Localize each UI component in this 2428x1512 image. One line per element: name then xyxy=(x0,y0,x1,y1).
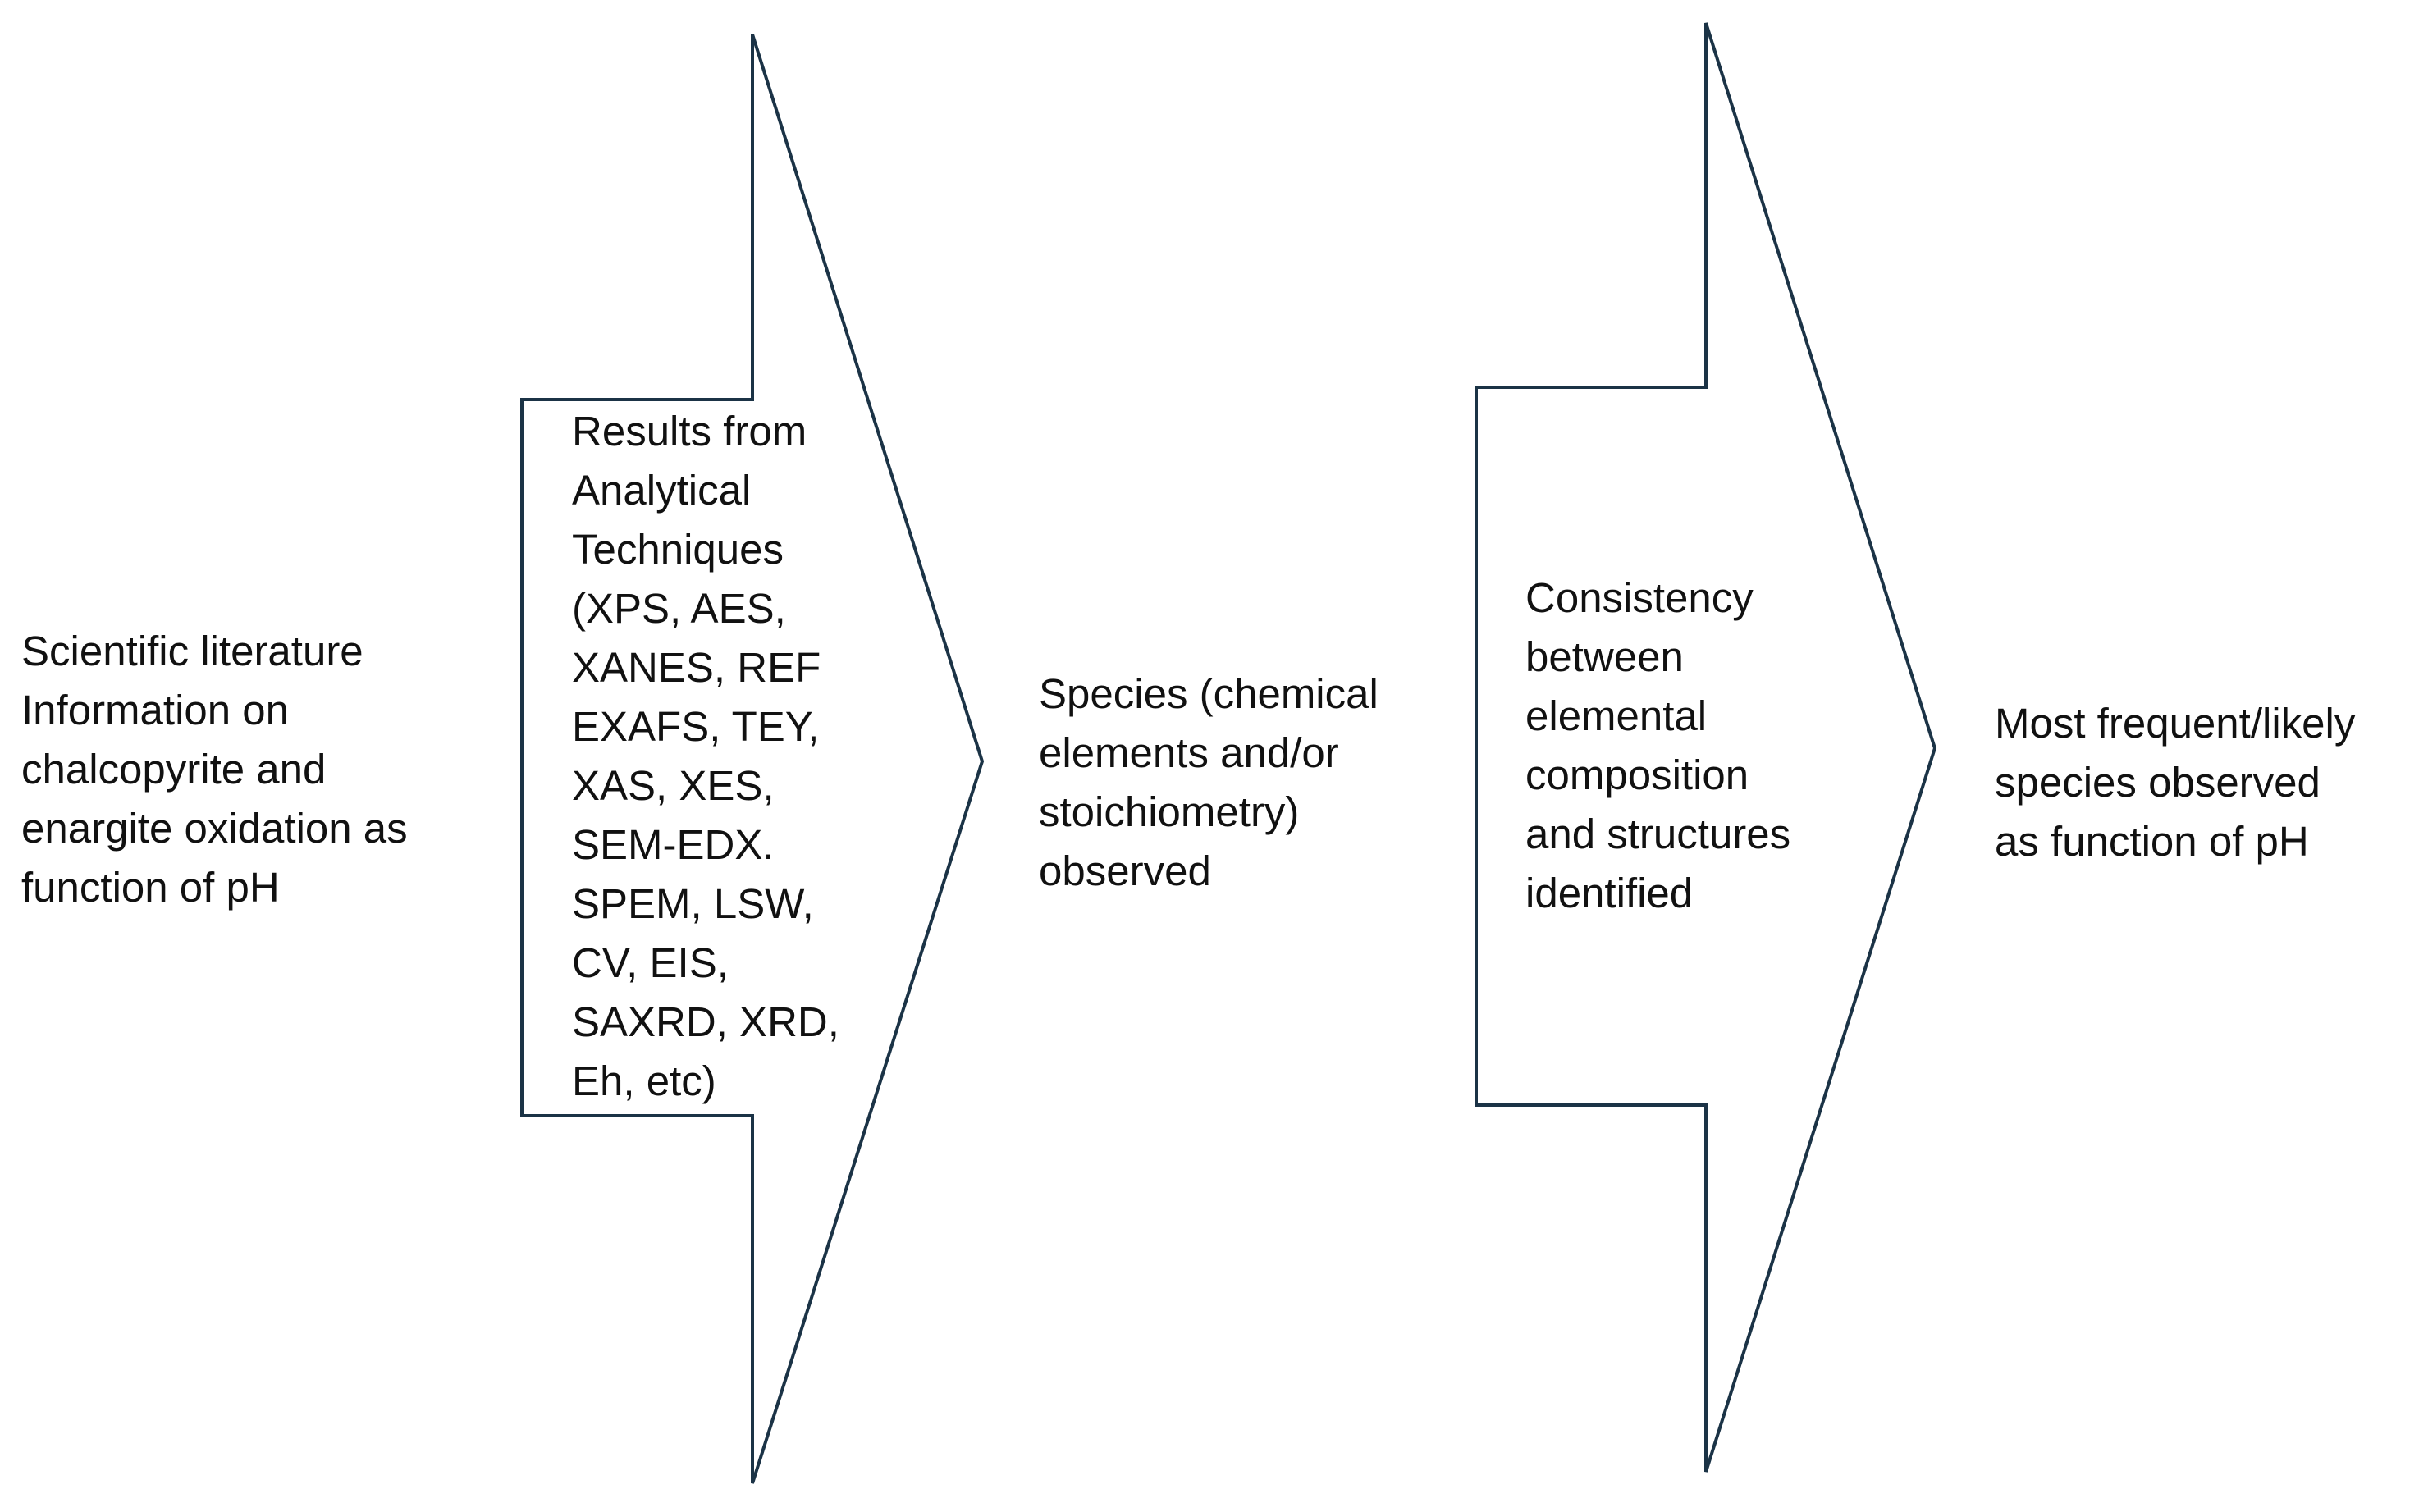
consistency-check-arrow xyxy=(1475,22,1937,1473)
text-line: identified xyxy=(1525,870,1694,916)
text-line: SAXRD, XRD, xyxy=(572,998,839,1045)
text-line: Results from xyxy=(572,408,807,455)
text-line: Consistency xyxy=(1525,574,1754,621)
text-line: XAS, XES, xyxy=(572,762,775,809)
species-observed-text: Species (chemical elements and/or stoich… xyxy=(1039,665,1379,901)
text-line: Scientific literature xyxy=(21,628,364,674)
consistency-text: Consistency between elemental compositio… xyxy=(1525,569,1790,923)
text-line: and structures xyxy=(1525,811,1791,857)
text-line: between xyxy=(1525,633,1684,680)
text-line: SEM-EDX. xyxy=(572,821,775,868)
text-line: XANES, REF xyxy=(572,644,821,691)
text-line: Techniques xyxy=(572,526,784,573)
text-line: Eh, etc) xyxy=(572,1057,716,1104)
text-line: (XPS, AES, xyxy=(572,585,786,632)
text-line: enargite oxidation as xyxy=(21,805,408,852)
analytical-techniques-text: Results from Analytical Techniques (XPS,… xyxy=(572,402,839,1111)
text-line: elemental xyxy=(1525,692,1708,739)
text-line: CV, EIS, xyxy=(572,939,729,986)
text-line: EXAFS, TEY, xyxy=(572,703,820,750)
source-literature-text: Scientific literature Information on cha… xyxy=(21,622,408,917)
text-line: species observed xyxy=(1995,759,2321,806)
text-line: composition xyxy=(1525,751,1749,798)
text-line: Species (chemical xyxy=(1039,670,1379,717)
analytical-techniques-arrow xyxy=(520,34,985,1484)
text-line: chalcopyrite and xyxy=(21,746,327,793)
text-line: Analytical xyxy=(572,467,752,514)
text-line: elements and/or xyxy=(1039,729,1339,776)
most-likely-species-text: Most frequent/likely species observed as… xyxy=(1995,694,2355,871)
text-line: SPEM, LSW, xyxy=(572,880,814,927)
text-line: observed xyxy=(1039,847,1211,894)
text-line: function of pH xyxy=(21,864,280,911)
text-line: Information on xyxy=(21,687,290,733)
text-line: Most frequent/likely xyxy=(1995,700,2356,747)
text-line: stoichiometry) xyxy=(1039,788,1300,835)
text-line: as function of pH xyxy=(1995,818,2309,865)
